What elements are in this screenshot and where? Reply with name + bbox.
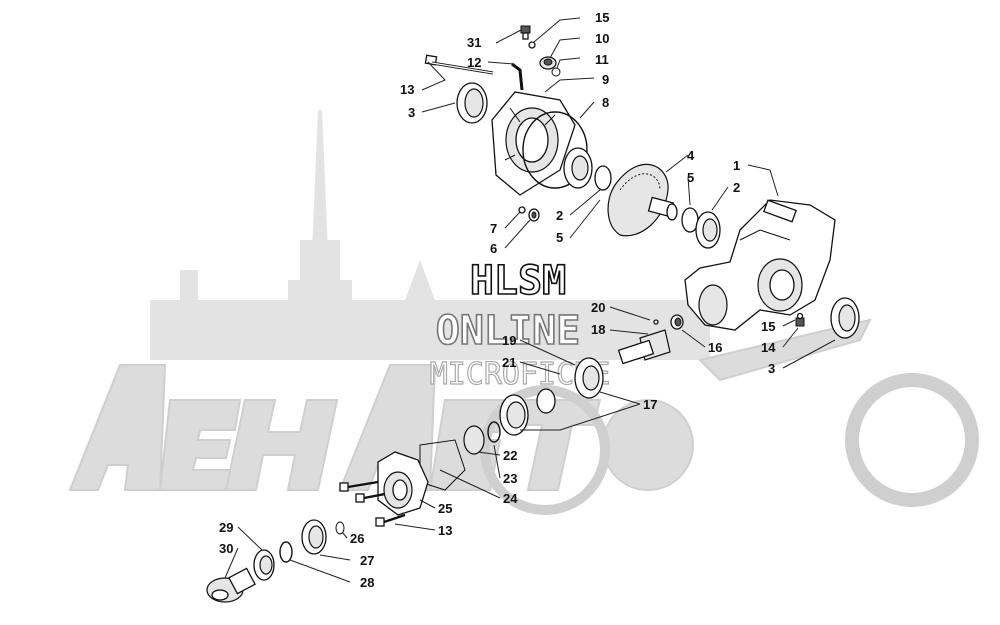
o-ring-8 bbox=[522, 111, 588, 189]
pin-20 bbox=[653, 319, 659, 325]
seal-3-top bbox=[456, 82, 488, 124]
ring-11 bbox=[551, 67, 561, 77]
bolt-13-lower-c bbox=[375, 513, 406, 527]
callout-30: 30 bbox=[219, 541, 233, 556]
city-silhouette-watermark bbox=[150, 110, 710, 360]
callout-2-lower: 2 bbox=[556, 208, 563, 223]
callout-13-lower: 13 bbox=[438, 523, 452, 538]
callout-3: 3 bbox=[408, 105, 415, 120]
callout-22: 22 bbox=[503, 448, 517, 463]
output-yoke-30 bbox=[206, 567, 256, 603]
seal-3-right bbox=[830, 297, 860, 339]
bearing-cover bbox=[563, 147, 593, 189]
callout-13: 13 bbox=[400, 82, 414, 97]
callout-14: 14 bbox=[761, 340, 776, 355]
callout-10: 10 bbox=[595, 31, 609, 46]
wm-online: ONLINE bbox=[436, 308, 581, 354]
plug-31 bbox=[520, 25, 531, 40]
callouts: 31 15 10 12 11 13 9 3 8 4 1 5 2 7 2 6 5 … bbox=[219, 10, 776, 590]
callout-6: 6 bbox=[490, 241, 497, 256]
callout-24: 24 bbox=[503, 491, 518, 506]
pinion-shaft bbox=[617, 339, 655, 365]
bushing-22 bbox=[463, 425, 485, 455]
nut-16 bbox=[670, 314, 684, 330]
race-lower bbox=[499, 394, 529, 436]
spacer-19 bbox=[536, 388, 556, 414]
callout-20: 20 bbox=[591, 300, 605, 315]
plug-6 bbox=[528, 208, 540, 222]
breather-tube-12 bbox=[511, 62, 524, 91]
callout-29: 29 bbox=[219, 520, 233, 535]
callout-26: 26 bbox=[350, 531, 364, 546]
cover-assembly bbox=[424, 25, 612, 222]
wm-hlsm: HLSM bbox=[470, 258, 566, 304]
ring-gear-4 bbox=[607, 163, 678, 237]
washer-15-top bbox=[528, 41, 536, 49]
callout-27: 27 bbox=[360, 553, 374, 568]
bolt-13-lower-a bbox=[339, 480, 379, 492]
plug-14 bbox=[795, 312, 805, 327]
leader-lines bbox=[224, 17, 836, 583]
callout-9: 9 bbox=[602, 72, 609, 87]
callout-12: 12 bbox=[467, 55, 481, 70]
seal-29 bbox=[253, 549, 275, 581]
callout-7: 7 bbox=[490, 221, 497, 236]
pinion-assembly bbox=[463, 314, 684, 455]
callout-25: 25 bbox=[438, 501, 452, 516]
ring-23 bbox=[487, 421, 501, 443]
callout-21: 21 bbox=[502, 355, 516, 370]
bearing-2-right bbox=[695, 211, 721, 249]
callout-17: 17 bbox=[643, 397, 657, 412]
callout-3-right: 3 bbox=[768, 361, 775, 376]
clip-26 bbox=[335, 521, 345, 535]
callout-1: 1 bbox=[733, 158, 740, 173]
callout-5-lower: 5 bbox=[556, 230, 563, 245]
callout-15: 15 bbox=[595, 10, 609, 25]
callout-5: 5 bbox=[687, 170, 694, 185]
bolt-13-lower-b bbox=[355, 492, 386, 503]
shim-2-upper bbox=[594, 165, 612, 191]
callout-31: 31 bbox=[467, 35, 481, 50]
housing-1 bbox=[684, 199, 836, 331]
callout-11: 11 bbox=[595, 52, 609, 67]
callout-4: 4 bbox=[687, 148, 695, 163]
lower-housing bbox=[377, 439, 466, 516]
bearing-21 bbox=[574, 357, 604, 399]
cover-9 bbox=[491, 91, 576, 196]
callout-8: 8 bbox=[602, 95, 609, 110]
callout-19: 19 bbox=[502, 333, 516, 348]
callout-18: 18 bbox=[591, 322, 605, 337]
callout-2: 2 bbox=[733, 180, 740, 195]
bolt-13 bbox=[424, 54, 494, 75]
washer-7 bbox=[518, 206, 526, 214]
callout-15-right: 15 bbox=[761, 319, 775, 334]
callout-23: 23 bbox=[503, 471, 517, 486]
callout-28: 28 bbox=[360, 575, 374, 590]
callout-16: 16 bbox=[708, 340, 722, 355]
snap-ring-28 bbox=[279, 541, 293, 563]
bearing-lower bbox=[301, 519, 327, 555]
plug-10 bbox=[539, 56, 557, 70]
